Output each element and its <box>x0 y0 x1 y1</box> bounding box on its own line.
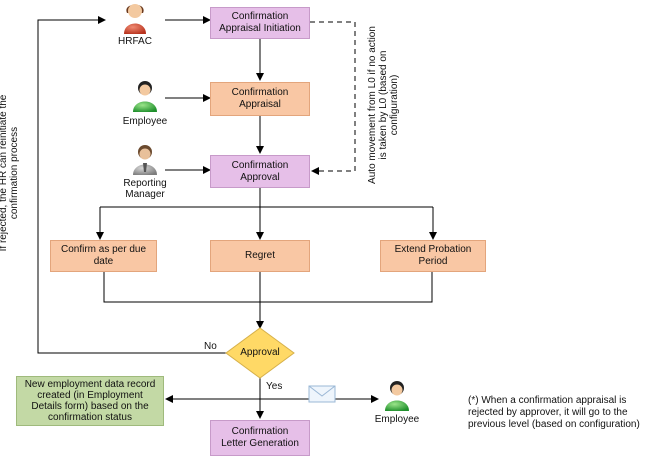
manager-person-icon <box>133 145 157 175</box>
no-label: No <box>204 341 217 352</box>
person-icon <box>385 381 409 411</box>
approval-decision-diamond <box>225 327 295 379</box>
reporting-manager-label: Reporting Manager <box>123 178 167 200</box>
rejected-loop-note: If rejected, the HR can reinitiate the c… <box>0 94 20 252</box>
auto-movement-note: Auto movement from L0 if no action is ta… <box>367 26 400 184</box>
yes-label: Yes <box>266 381 283 392</box>
edge-auto-movement <box>310 21 356 175</box>
female-person-icon <box>124 4 146 34</box>
confirm-as-per-due-date-box: Confirm as per due date <box>50 240 157 272</box>
edge-no-loop <box>37 16 228 354</box>
envelope-icon <box>308 385 336 403</box>
employee-notified-label: Employee <box>374 414 420 425</box>
confirmation-appraisal-initiation-box: Confirmation Appraisal Initiation <box>210 7 310 39</box>
confirmation-approval-box: Confirmation Approval <box>210 155 310 188</box>
approval-decision-label: Approval <box>240 347 280 358</box>
edge-merge-bar <box>103 272 433 303</box>
footnote: (*) When a confirmation appraisal is rej… <box>468 395 640 430</box>
new-employment-record-box: New employment data record created (in E… <box>16 376 164 426</box>
person-icon <box>133 81 157 112</box>
confirmation-appraisal-box: Confirmation Appraisal <box>210 82 310 116</box>
hrfac-label: HRFAC <box>118 36 152 47</box>
regret-box: Regret <box>210 240 310 272</box>
employee-label: Employee <box>122 116 168 127</box>
extend-probation-period-box: Extend Probation Period <box>380 240 486 272</box>
confirmation-letter-generation-box: Confirmation Letter Generation <box>210 420 310 456</box>
